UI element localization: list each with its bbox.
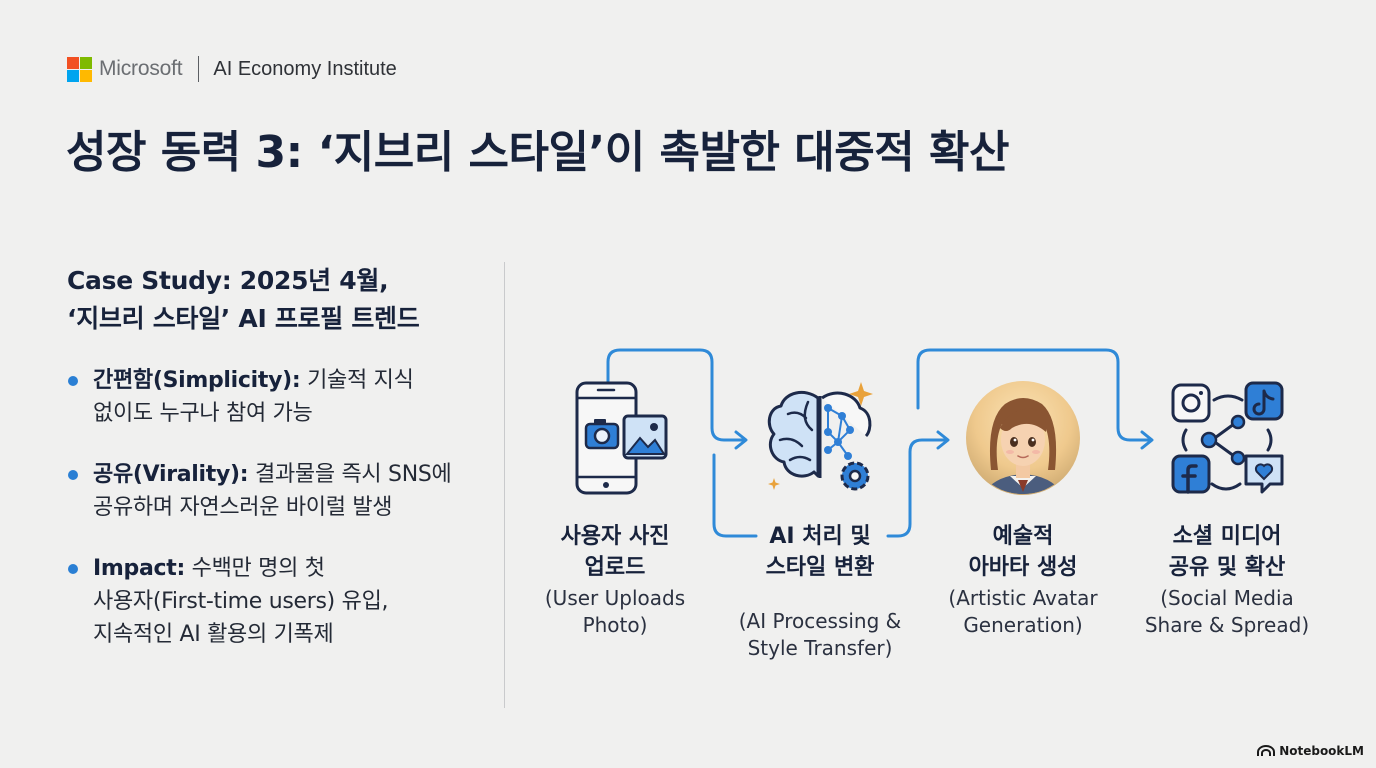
heart-chat-icon	[1244, 454, 1284, 494]
arrowhead	[1140, 430, 1154, 450]
sparkle-small-icon	[768, 478, 780, 490]
bullet-text: 기술적 지식	[300, 368, 414, 393]
bullet-text: 공유하며 자연스러운 바이럴 발생	[93, 495, 393, 520]
sparkle-icon	[849, 382, 873, 406]
step-social-share: 소셜 미디어 공유 및 확산 (Social Media Share & Spr…	[1132, 521, 1322, 639]
bullet-text: 지속적인 AI 활용의 기폭제	[93, 622, 334, 647]
connector-arrow-3	[886, 438, 948, 538]
avatar-portrait-icon	[966, 381, 1080, 495]
case-study-line-1: Case Study: 2025년 4월,	[67, 266, 389, 295]
bullet-text: 결과물을 즉시 SNS에	[248, 462, 452, 487]
bullet-dot	[68, 376, 78, 386]
connector-arrow-2	[712, 453, 758, 538]
bullet-virality: 공유(Virality): 결과물을 즉시 SNS에 공유하며 자연스러운 바이…	[67, 458, 487, 524]
ai-brain-icon	[767, 382, 873, 491]
watermark-label: NotebookLM	[1279, 744, 1364, 758]
bullet-list: 간편함(Simplicity): 기술적 지식 없이도 누구나 참여 가능 공유…	[67, 364, 487, 651]
bullet-term: 간편함(Simplicity):	[93, 368, 301, 393]
gear-icon	[840, 461, 870, 491]
step-title-line: 사용자 사진	[560, 524, 670, 549]
brand-company: Microsoft	[99, 57, 183, 80]
step-subtitle-line: (AI Processing &	[738, 609, 902, 633]
step-subtitle-line: (Social Media	[1160, 586, 1294, 610]
step-subtitle-line: Style Transfer)	[747, 636, 893, 660]
step-title-line: 소셜 미디어	[1172, 524, 1282, 549]
social-share-icon	[1171, 381, 1284, 494]
brand-institute: AI Economy Institute	[213, 57, 397, 80]
bullet-text: 수백만 명의 첫	[184, 556, 325, 581]
bullet-impact: Impact: 수백만 명의 첫 사용자(First-time users) 유…	[67, 552, 487, 651]
step-title-line: 스타일 변환	[765, 555, 875, 580]
column-divider	[504, 262, 505, 708]
bullet-text: 없이도 누구나 참여 가능	[93, 401, 313, 426]
bullet-text: 사용자(First-time users) 유입,	[93, 589, 389, 614]
logo-square-yellow	[80, 69, 92, 82]
share-node-icon	[1200, 414, 1246, 466]
microsoft-logo-icon	[67, 56, 92, 82]
logo-square-blue	[67, 69, 79, 82]
bullet-term: 공유(Virality):	[93, 462, 249, 487]
bullet-dot	[68, 470, 78, 480]
step-subtitle-line: (Artistic Avatar	[948, 586, 1098, 610]
brand-divider	[198, 56, 200, 82]
arrowhead	[734, 430, 748, 450]
step-title-line: 업로드	[584, 555, 646, 580]
logo-square-red	[67, 56, 79, 69]
step-ai-processing: AI 처리 및 스타일 변환 (AI Processing & Style Tr…	[722, 521, 918, 662]
step-upload: 사용자 사진 업로드 (User Uploads Photo)	[520, 521, 710, 639]
notebooklm-icon	[1257, 745, 1276, 756]
bullet-simplicity: 간편함(Simplicity): 기술적 지식 없이도 누구나 참여 가능	[67, 364, 487, 430]
smartphone-photo-icon	[575, 381, 668, 495]
tiktok-icon	[1244, 381, 1284, 421]
case-study-line-2: ‘지브리 스타일’ AI 프로필 트렌드	[67, 304, 420, 333]
logo-square-green	[80, 56, 92, 69]
facebook-icon	[1171, 454, 1211, 494]
step-subtitle-line: Generation)	[963, 613, 1083, 637]
bullet-term: Impact:	[93, 556, 185, 581]
slide-title: 성장 동력 3: ‘지브리 스타일’이 촉발한 대중적 확산	[66, 127, 1010, 178]
step-subtitle-line: Photo)	[582, 613, 648, 637]
arrowhead	[936, 430, 950, 450]
brand-header: Microsoft AI Economy Institute	[67, 55, 397, 83]
connector-arrow-1	[606, 348, 746, 442]
step-subtitle-line: Share & Spread)	[1144, 613, 1310, 637]
instagram-icon	[1171, 383, 1211, 423]
bullet-dot	[68, 564, 78, 574]
notebooklm-watermark: NotebookLM	[1257, 744, 1364, 758]
case-study-heading: Case Study: 2025년 4월, ‘지브리 스타일’ AI 프로필 트…	[67, 262, 420, 338]
step-subtitle-line: (User Uploads	[544, 586, 686, 610]
step-title-line: 공유 및 확산	[1168, 555, 1286, 580]
step-title-line: AI 처리 및	[769, 524, 871, 549]
step-avatar-generation: 예술적 아바타 생성 (Artistic Avatar Generation)	[928, 521, 1118, 639]
step-title-line: 아바타 생성	[968, 555, 1078, 580]
step-title-line: 예술적	[992, 524, 1054, 549]
connector-arrow-4	[916, 348, 1152, 442]
